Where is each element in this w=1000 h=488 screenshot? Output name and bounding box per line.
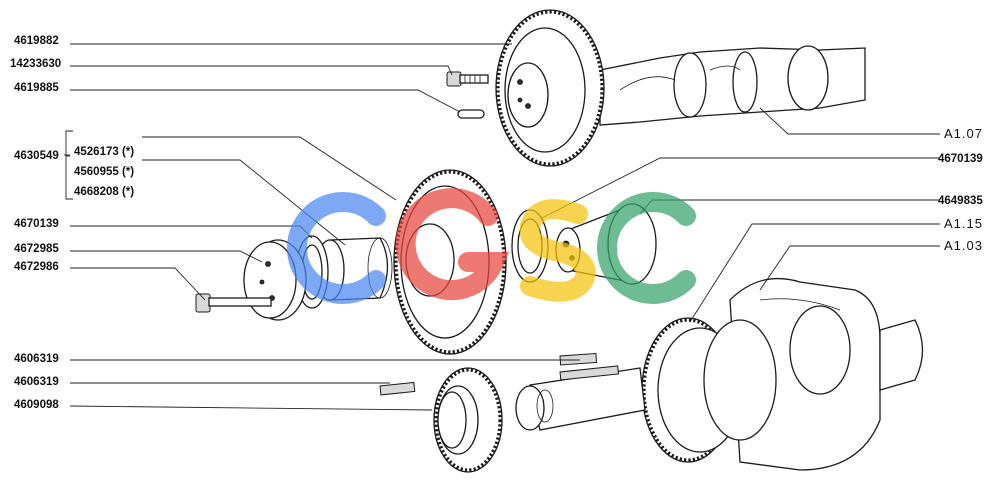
crankshaft-nose bbox=[515, 365, 646, 431]
bracket-item-label: 4668208 (*) bbox=[74, 186, 134, 198]
part-number-label: 4619882 bbox=[14, 35, 59, 47]
bracket-item-label: 4560955 (*) bbox=[74, 166, 134, 178]
part-number-label: 4606319 bbox=[14, 353, 59, 365]
watermark-logo bbox=[287, 188, 696, 304]
crankshaft bbox=[729, 278, 924, 471]
part-number-label: 4630549 bbox=[14, 150, 59, 162]
part-number-label: 4619885 bbox=[14, 82, 59, 94]
timing-gear-small bbox=[433, 367, 503, 473]
bolt-small bbox=[446, 71, 489, 87]
part-labels-left: 4619882 14233630 4619885 4630549 4670139… bbox=[10, 35, 61, 411]
reference-label: A1.15 bbox=[944, 216, 983, 231]
reference-label: A1.07 bbox=[944, 126, 983, 141]
reference-label: A1.03 bbox=[944, 238, 983, 253]
camshaft-gear bbox=[495, 9, 605, 167]
bracket-item-label: 4526173 (*) bbox=[74, 146, 134, 158]
part-number-label: 4672986 bbox=[14, 261, 59, 273]
bolt-long bbox=[195, 293, 272, 313]
part-number-label: 4609098 bbox=[14, 399, 59, 411]
part-number-label: 4672985 bbox=[14, 243, 59, 255]
bracket-labels: 4526173 (*) 4560955 (*) 4668208 (*) bbox=[74, 146, 134, 198]
crankshaft-gear bbox=[641, 317, 777, 463]
part-labels-right: A1.07 4670139 4649835 A1.15 A1.03 bbox=[938, 126, 983, 253]
camshaft bbox=[599, 45, 866, 126]
part-number-label: 4606319 bbox=[14, 376, 59, 388]
dowel-pin bbox=[457, 109, 485, 119]
part-number-label: 4670139 bbox=[938, 153, 983, 165]
part-number-label: 4649835 bbox=[938, 195, 983, 207]
leader-lines-left bbox=[64, 43, 580, 411]
bracket bbox=[65, 130, 73, 200]
key-upper bbox=[559, 352, 598, 366]
part-number-label: 4670139 bbox=[14, 218, 59, 230]
part-number-label: 14233630 bbox=[10, 58, 61, 70]
key-lower bbox=[379, 381, 416, 396]
